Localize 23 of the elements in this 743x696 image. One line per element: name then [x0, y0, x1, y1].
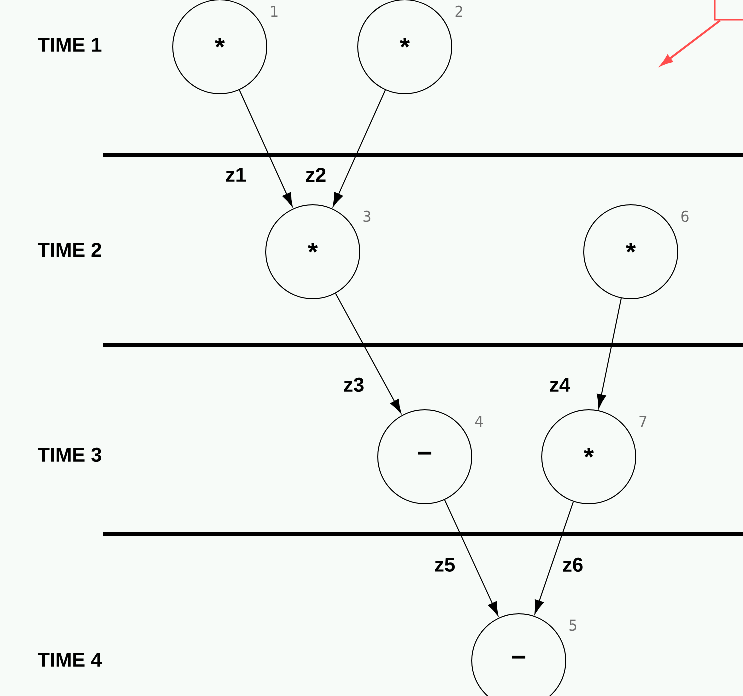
edge-label: z5 — [433, 557, 457, 573]
time-label: TIME 1 — [38, 38, 102, 52]
node-number: 4 — [475, 416, 484, 427]
node-number: 5 — [570, 620, 577, 632]
arrow — [332, 90, 386, 207]
callout-box — [714, 0, 743, 21]
arrow — [660, 20, 721, 66]
arrow — [335, 293, 402, 414]
node-number: 1 — [272, 6, 278, 17]
time-label: TIME 3 — [38, 448, 102, 462]
edge-label: z1 — [224, 167, 248, 183]
node-number: 3 — [364, 210, 371, 222]
node-number: 2 — [456, 6, 462, 18]
node-number: 6 — [682, 210, 689, 222]
edge-label: z4 — [548, 377, 572, 393]
arrow — [534, 501, 574, 614]
edge-label: z2 — [304, 167, 328, 183]
node-number: 7 — [640, 416, 647, 427]
arrow — [444, 500, 499, 616]
time-label: TIME 4 — [38, 653, 102, 667]
time-label: TIME 2 — [38, 243, 102, 257]
arrow — [597, 298, 622, 409]
arrow — [239, 90, 293, 207]
